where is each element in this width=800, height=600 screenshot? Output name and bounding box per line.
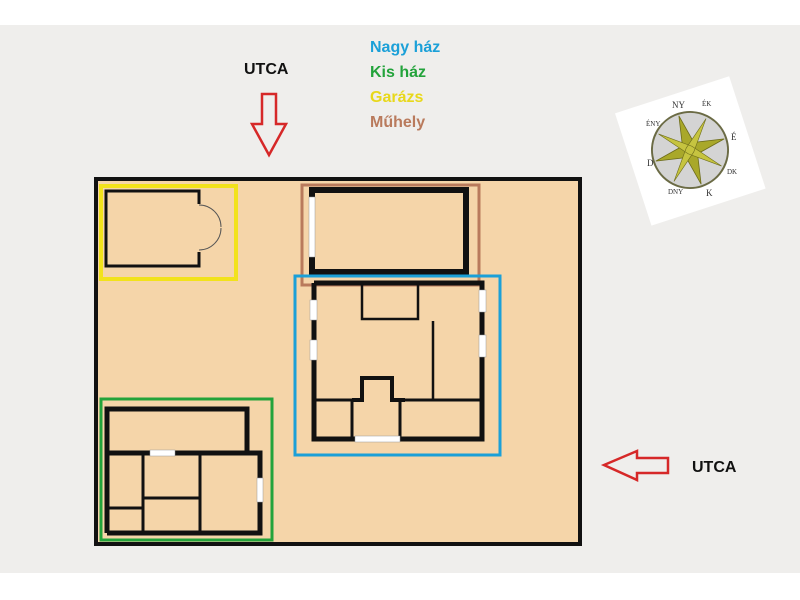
compass-rose-icon	[615, 76, 766, 226]
legend-kis-haz: Kis ház	[370, 64, 427, 81]
plot	[94, 177, 582, 546]
garage-outline	[99, 184, 238, 281]
street-label-top: UTCA	[244, 61, 289, 78]
legend-muhely: Műhely	[370, 114, 426, 131]
big-house-outline	[293, 274, 502, 457]
street-label-right: UTCA	[692, 459, 737, 476]
legend-garazs: Garázs	[370, 89, 424, 106]
legend-nagy-haz: Nagy ház	[370, 39, 441, 56]
arrow-down-icon	[249, 92, 289, 158]
garage	[99, 184, 238, 281]
small-house	[104, 406, 264, 536]
small-house-outline	[99, 397, 274, 542]
arrow-left-icon	[600, 449, 670, 482]
big-house	[309, 280, 487, 443]
